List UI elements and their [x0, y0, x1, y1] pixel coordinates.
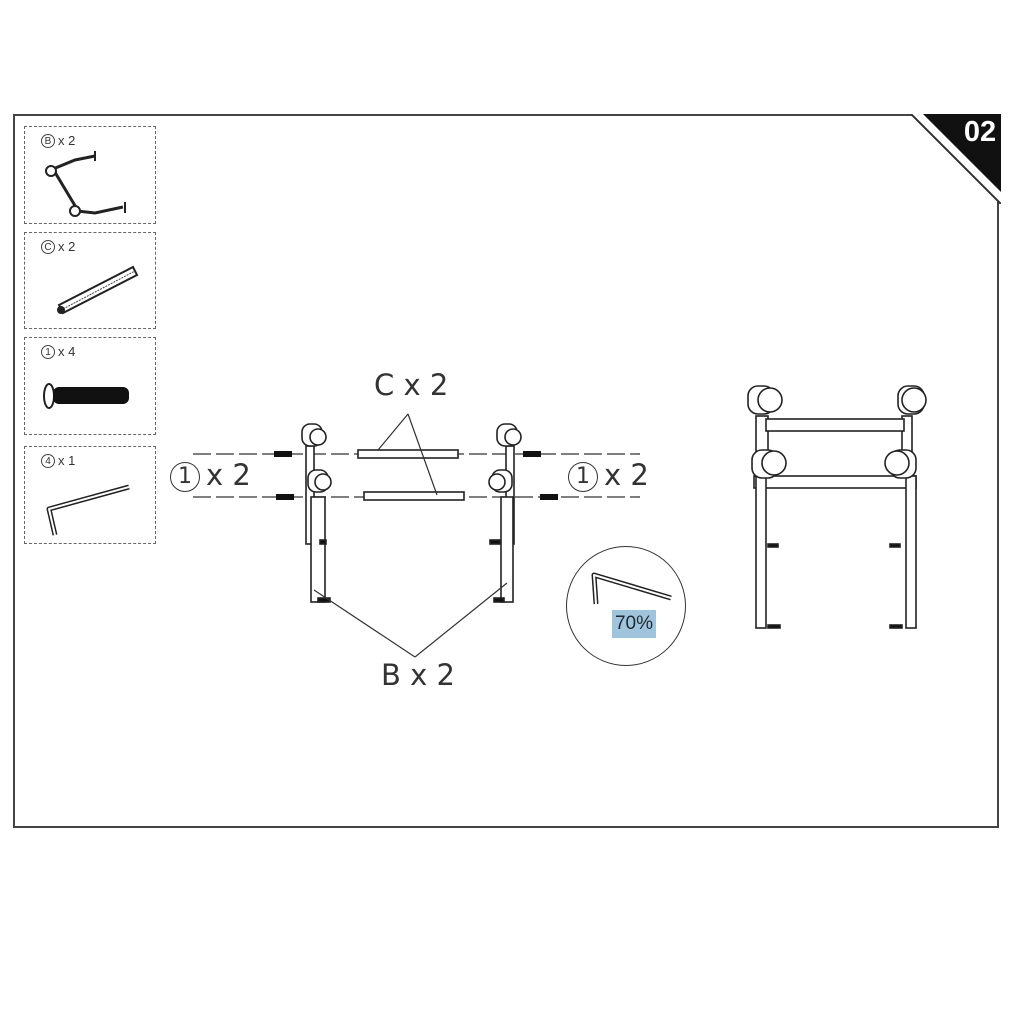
part-card-b: B x 2 — [24, 126, 156, 224]
crossbar-callout: C x 2 — [374, 368, 449, 402]
part-quantity: x 2 — [58, 239, 76, 254]
step-corner-badge — [911, 114, 1001, 204]
part-symbol: 1 — [41, 344, 55, 359]
part-symbol: B — [41, 133, 55, 148]
part-quantity: x 2 — [58, 133, 76, 148]
part-label: 1 x 4 — [41, 344, 75, 359]
bolt-qty: x 2 — [206, 458, 251, 492]
part-label: 4 x 1 — [41, 453, 75, 468]
bolt-icon — [43, 383, 129, 409]
part-card-c: C x 2 — [24, 232, 156, 329]
bolt-symbol: 1 — [568, 462, 598, 492]
tightness-label: 70% — [612, 610, 656, 638]
bolt-qty: x 2 — [604, 458, 649, 492]
bolt-symbol: 1 — [170, 462, 200, 492]
part-symbol: C — [41, 239, 55, 254]
step-number: 02 — [963, 116, 997, 148]
part-label: C x 2 — [41, 239, 75, 254]
frame-side-bracket-icon — [45, 151, 126, 217]
part-label: B x 2 — [41, 133, 75, 148]
part-quantity: x 1 — [58, 453, 76, 468]
side-frame-callout: B x 2 — [381, 658, 455, 692]
part-quantity: x 4 — [58, 344, 76, 359]
part-symbol: 4 — [41, 453, 55, 468]
tool-inset-circle — [566, 546, 686, 666]
allen-key-icon — [46, 484, 130, 536]
part-card-1: 1 x 4 — [24, 337, 156, 435]
part-card-4: 4 x 1 — [24, 446, 156, 544]
crossbar-tube-icon — [57, 265, 139, 315]
